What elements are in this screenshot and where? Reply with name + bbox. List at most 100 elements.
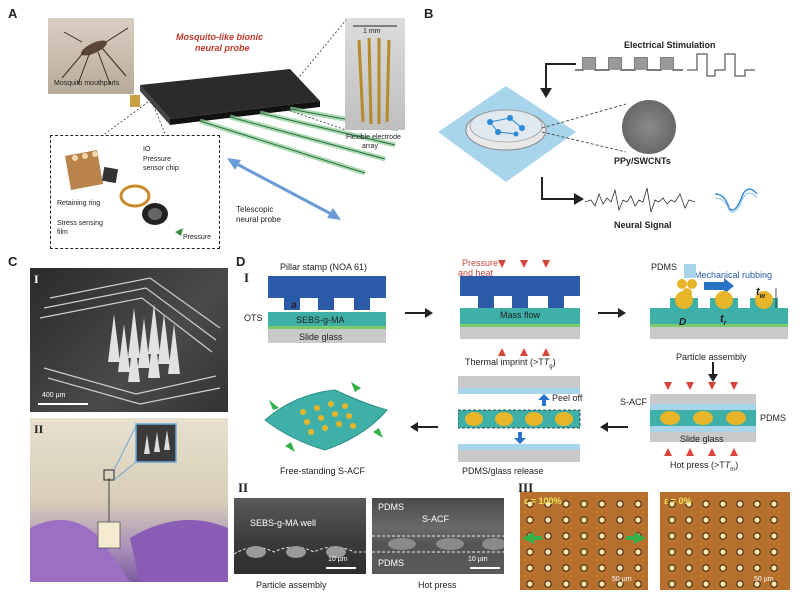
arrow-step-2 (598, 308, 626, 318)
particle (634, 564, 642, 572)
particle (736, 516, 744, 524)
stretch-arrow-icon (522, 532, 542, 544)
flexible-electrode-label-2: array (362, 143, 378, 150)
particle (736, 580, 744, 588)
particle (770, 580, 778, 588)
tr-sub: r (723, 320, 727, 328)
particle (753, 500, 761, 508)
inset-label-pressure: Pressure (143, 156, 172, 163)
telescopic-label-2: neural probe (236, 215, 281, 224)
neural-signal-trace (585, 187, 758, 213)
particle (719, 532, 727, 540)
opt-scale-2: 50 µm (754, 576, 774, 583)
stimulation-waveform (575, 53, 755, 77)
particle (719, 564, 727, 572)
particle (580, 564, 588, 572)
particle (598, 516, 606, 524)
strain-0: ε = 0% (664, 496, 692, 506)
particle (685, 564, 693, 572)
pressure-heat-line2: and heat (458, 268, 494, 278)
particle (770, 500, 778, 508)
hot-press-label: Hot press (>TTm) (670, 460, 739, 473)
particle (685, 532, 693, 540)
a-label: a (291, 300, 297, 311)
zoom-lines-inset (101, 101, 167, 137)
particle (580, 516, 588, 524)
particle (770, 548, 778, 556)
particle (616, 500, 624, 508)
arrow-step-1 (405, 308, 433, 318)
sem2-pdms-bottom: PDMS (378, 558, 405, 568)
particle (544, 548, 552, 556)
pressure-heat-line1: Pressure (462, 258, 499, 268)
culture-dish-illustration (438, 86, 576, 182)
probe-title-line1: Mosquito-like bionic (176, 32, 263, 42)
release-diagram (458, 376, 581, 462)
particle (753, 564, 761, 572)
particle (544, 580, 552, 588)
inset-label-film: film (57, 229, 68, 236)
stimulation-arrow (540, 63, 576, 98)
hot-press-text: Hot press (>T (670, 460, 725, 470)
arrow-step-3-down (708, 362, 718, 382)
d-roman-3: III (518, 480, 534, 495)
particle (719, 580, 727, 588)
neural-signal-label: Neural Signal (614, 220, 672, 230)
free-standing-label: Free-standing S-ACF (280, 466, 366, 476)
sem2-caption: Hot press (418, 580, 457, 590)
particle (770, 564, 778, 572)
flexible-electrode-label-1: Flexible electrode (346, 134, 401, 141)
particle (562, 548, 570, 556)
particle (668, 516, 676, 524)
particle (753, 580, 761, 588)
particle (719, 500, 727, 508)
particle (526, 564, 534, 572)
sebs-label: SEBS-g-MA (296, 315, 345, 325)
panel-label-b: B (424, 6, 434, 21)
particle (753, 532, 761, 540)
particle (668, 548, 676, 556)
zoom-lines-a (281, 19, 347, 131)
microneedle-sem: I 400 µm (30, 268, 228, 412)
d-roman-2: II (238, 480, 249, 495)
hot-press-diagram (650, 382, 756, 456)
sem1-caption: Particle assembly (256, 580, 327, 590)
sem1-scale: 10 µm (328, 556, 348, 563)
tr-text: t (720, 313, 724, 325)
sem2-pdms-top: PDMS (378, 502, 405, 512)
thermal-imprint-text: Thermal imprint (>T (465, 357, 544, 367)
glove-hand-drawing (30, 423, 228, 582)
tw-label: tw (756, 286, 765, 300)
pillar-stamp-label: Pillar stamp (NOA 61) (280, 262, 368, 272)
flexible-electrode-scale: 1 mm (363, 28, 381, 35)
particle (634, 580, 642, 588)
particle (736, 548, 744, 556)
stamp-diagram (268, 276, 386, 343)
particle (685, 548, 693, 556)
particle (702, 580, 710, 588)
particle (562, 516, 570, 524)
particle (616, 532, 624, 540)
particle (544, 532, 552, 540)
particle (598, 500, 606, 508)
arrow-step-4-left (600, 422, 628, 432)
d-roman-1: I (244, 270, 250, 285)
particle (634, 548, 642, 556)
particle (719, 548, 727, 556)
thermal-imprint-t: T (543, 357, 550, 367)
sem-roman-1: I (34, 272, 39, 286)
particle (770, 532, 778, 540)
particle (753, 516, 761, 524)
pressure-sensor-inset: IO Pressure sensor chip Retaining ring S… (50, 135, 220, 249)
pdms-right-label: PDMS (760, 413, 787, 423)
sem1-label: SEBS-g-MA well (250, 518, 317, 528)
inset-label-pressure-arrow: Pressure (183, 234, 212, 241)
particle (736, 500, 744, 508)
pdms-rubbing-label: PDMS (651, 262, 678, 272)
sensor-exploded-view (65, 150, 183, 236)
slide-glass-label: Slide glass (299, 332, 343, 342)
panel-label-a: A (8, 6, 18, 21)
zoom-lines-b (541, 103, 627, 153)
implant-photo: II (30, 418, 228, 582)
particle (526, 516, 534, 524)
